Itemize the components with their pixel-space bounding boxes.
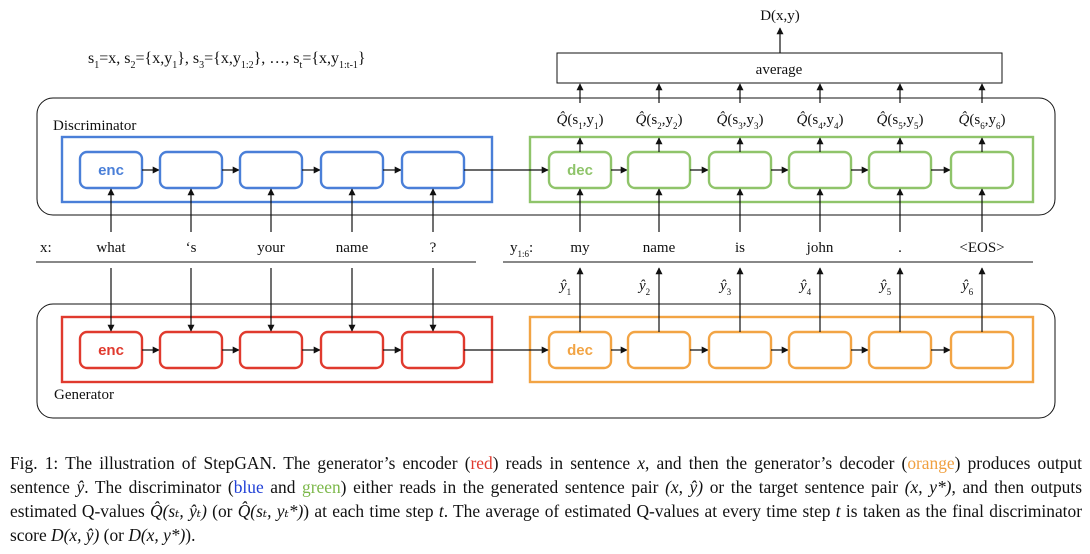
q-value-label: Q̂(s3,y3) [717, 111, 764, 131]
caption-text: . The average of estimated Q-values at e… [443, 501, 836, 521]
generator-encoder-cell-5 [400, 330, 466, 370]
caption-math: (x, ŷ) [665, 477, 704, 497]
target-label: y1:6: [510, 240, 533, 259]
generator-decoder-cell-5 [867, 330, 933, 370]
caption-text: , and then the generator’s decoder ( [644, 453, 908, 473]
caption-red-word: red [470, 453, 493, 473]
generator-decoder-cell-6 [949, 330, 1015, 370]
source-token: what [96, 240, 126, 256]
target-token: john [806, 240, 834, 256]
caption-math: D(x, y*) [128, 525, 186, 545]
discriminator-encoder-cell-4 [319, 150, 385, 190]
generator-output-label: ŷ2 [637, 278, 650, 297]
discriminator-panel [36, 97, 1056, 216]
target-token: . [898, 240, 902, 256]
q-value-label: Q̂(s4,y4) [797, 111, 844, 131]
source-token: your [257, 240, 285, 256]
caption-math: t [438, 501, 444, 521]
caption-text: and [263, 477, 303, 497]
caption-math: ŷ [76, 477, 85, 497]
discriminator-decoder-cell-5 [867, 150, 933, 190]
caption-text: (or [99, 525, 129, 545]
target-token: <EOS> [959, 240, 1004, 256]
generator-encoder-cell-4 [319, 330, 385, 370]
discriminator-decoder-cell-label: dec [567, 162, 593, 179]
caption-math: x [637, 453, 645, 473]
generator-decoder-cell-2 [626, 330, 692, 370]
discriminator-title: Discriminator [53, 118, 136, 134]
generator-output-label: ŷ1 [558, 278, 571, 297]
discriminator-encoder-cell-5 [400, 150, 466, 190]
generator-decoder-cell-4 [787, 330, 853, 370]
generator-encoder-cell-2 [158, 330, 224, 370]
discriminator-decoder-cell-6 [949, 150, 1015, 190]
caption-math: D(x, ŷ) [51, 525, 100, 545]
generator-output-label: ŷ4 [798, 278, 812, 297]
figure-caption: Fig. 1: The illustration of StepGAN. The… [10, 451, 1082, 547]
discriminator-decoder-cell-4 [787, 150, 853, 190]
caption-math: Q̂(sₜ, yₜ*) [237, 501, 304, 521]
q-value-label: Q̂(s6,y6) [959, 111, 1006, 131]
generator-panel [36, 303, 1056, 419]
discriminator-encoder-cell-label: enc [98, 162, 124, 179]
q-value-label: Q̂(s2,y2) [636, 111, 683, 131]
discriminator-decoder-cell-3 [707, 150, 773, 190]
output-label: D(x,y) [760, 8, 800, 24]
caption-text: or the target sentence pair [703, 477, 905, 497]
q-value-label: Q̂(s5,y5) [877, 111, 924, 131]
target-token: my [570, 240, 590, 256]
caption-green-word: green [302, 477, 341, 497]
caption-text: , and then outputs estimated Q-values [10, 477, 1082, 521]
caption-math: t [835, 501, 841, 521]
average-label: average [756, 62, 803, 78]
caption-text: is taken as the final discriminator scor… [10, 501, 1082, 545]
caption-text: . The discriminator ( [84, 477, 234, 497]
caption-text: (or [206, 501, 238, 521]
generator-output-label: ŷ3 [718, 278, 732, 297]
caption-text: ) produces output sentence [10, 453, 1082, 497]
caption-math: Q̂(sₜ, ŷₜ) [150, 501, 207, 521]
caption-text: ) reads in sentence [492, 453, 638, 473]
generator-encoder-cell-label: enc [98, 342, 124, 359]
source-token: ? [430, 240, 437, 256]
generator-decoder-cell-label: dec [567, 342, 593, 359]
caption-orange-word: orange [907, 453, 955, 473]
source-token: name [336, 240, 369, 256]
target-token: is [735, 240, 745, 256]
generator-output-label: ŷ6 [960, 278, 974, 297]
average-box [556, 52, 1003, 84]
caption-text: ) either reads in the generated sentence… [340, 477, 666, 497]
q-value-label: Q̂(s1,y1) [557, 111, 604, 131]
generator-output-label: ŷ5 [878, 278, 892, 297]
target-token: name [643, 240, 676, 256]
generator-title: Generator [54, 387, 114, 403]
generator-decoder-cell-3 [707, 330, 773, 370]
source-token: ‘s [186, 240, 197, 256]
discriminator-encoder-cell-2 [158, 150, 224, 190]
states-formula: s1=x, s2={x,y1}, s3={x,y1:2}, …, st={x,y… [88, 50, 366, 71]
source-label: x: [40, 240, 52, 256]
caption-text: ) at each time step [303, 501, 439, 521]
caption-blue-word: blue [233, 477, 264, 497]
caption-math: (x, y*) [904, 477, 952, 497]
caption-text: ). [185, 525, 196, 545]
caption-text: Fig. 1: The illustration of StepGAN. The… [10, 453, 471, 473]
discriminator-decoder-cell-2 [626, 150, 692, 190]
discriminator-encoder-cell-3 [238, 150, 304, 190]
generator-encoder-cell-3 [238, 330, 304, 370]
